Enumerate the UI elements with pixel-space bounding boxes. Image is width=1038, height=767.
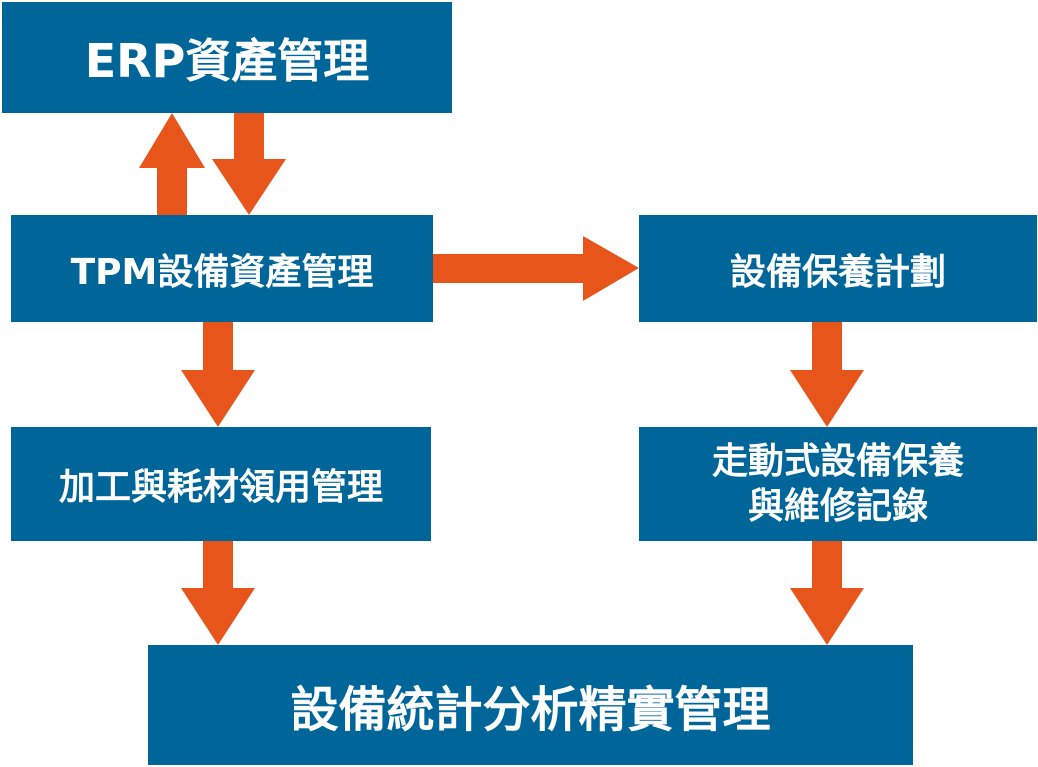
erp-asset-management-box: ERP資產管理	[2, 2, 452, 113]
tpm-equipment-asset-management-label: TPM設備資產管理	[70, 251, 374, 293]
arrow-walk-to-stat	[790, 541, 864, 645]
walking-maintenance-record-box: 走動式設備保養 與維修記錄	[639, 427, 1037, 541]
tpm-equipment-asset-management-box: TPM設備資產管理	[11, 215, 433, 322]
walking-maintenance-record-label-line1: 走動式設備保養	[711, 441, 964, 482]
erp-asset-management-label: ERP資產管理	[84, 33, 370, 88]
equipment-statistics-lean-management-box: 設備統計分析精實管理	[148, 645, 913, 765]
arrow-erp-to-tpm	[212, 113, 286, 215]
arrow-material-to-stat	[181, 541, 255, 645]
processing-consumables-management-box: 加工與耗材領用管理	[11, 427, 431, 541]
arrow-tpm-to-erp	[139, 113, 205, 215]
arrow-tpm-to-material	[181, 322, 255, 427]
equipment-maintenance-plan-box: 設備保養計劃	[639, 215, 1037, 322]
arrow-tpm-to-plan	[433, 236, 639, 301]
walking-maintenance-record-label-line2: 與維修記錄	[747, 486, 928, 527]
processing-consumables-management-label: 加工與耗材領用管理	[58, 467, 383, 508]
equipment-maintenance-plan-label: 設備保養計劃	[729, 251, 946, 293]
equipment-statistics-lean-management-label: 設備統計分析精實管理	[290, 682, 771, 738]
arrow-plan-to-walk	[790, 322, 864, 427]
